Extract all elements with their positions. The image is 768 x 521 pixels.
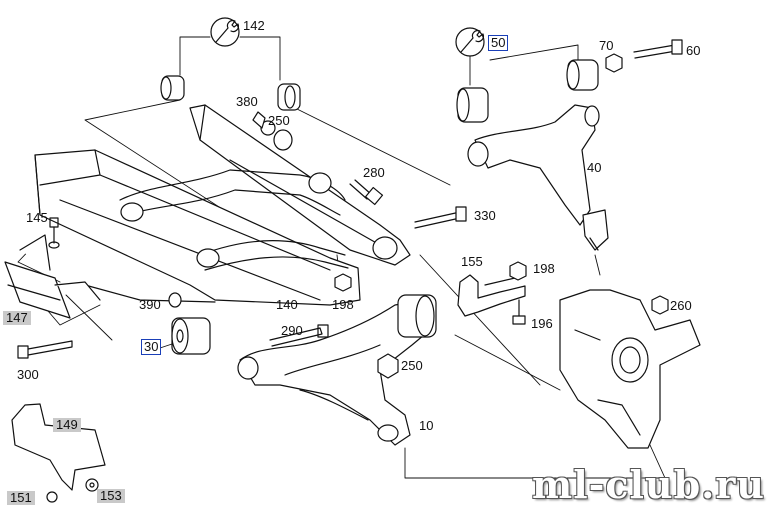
callout-280: 280: [363, 165, 385, 180]
bushing-142-pair: [161, 76, 300, 110]
nut-198-left: [335, 274, 351, 291]
callout-250-lower: 250: [401, 358, 423, 373]
wrench-icon: [456, 28, 484, 56]
bolt-60: [634, 40, 682, 58]
bolt-300: [18, 341, 72, 358]
bolt-145: [49, 218, 59, 248]
callout-155: 155: [461, 254, 483, 269]
subframe-bushings: [121, 121, 397, 267]
bushing-30: [169, 293, 210, 354]
subframe: [35, 105, 410, 305]
callout-60: 60: [686, 43, 701, 58]
bolt-290: [270, 325, 328, 346]
callout-147: 147: [3, 311, 31, 325]
callout-380: 380: [236, 94, 258, 109]
watermark: ml-club.ru: [532, 462, 766, 507]
callout-10: 10: [419, 418, 434, 433]
callout-290: 290: [281, 323, 303, 338]
callout-40: 40: [587, 160, 602, 175]
callout-151: 151: [7, 491, 35, 505]
callout-260: 260: [670, 298, 692, 313]
nut-260: [652, 296, 668, 314]
nut-70: [606, 54, 622, 72]
plate-149: [12, 404, 105, 502]
callout-50: 50: [488, 35, 509, 51]
callout-198-left: 198: [332, 297, 354, 312]
bushing-50-pair: [457, 60, 598, 122]
bolt-330: [415, 207, 466, 228]
bracket-147: [5, 235, 100, 318]
callout-142: 142: [243, 18, 265, 33]
callout-30: 30: [141, 339, 162, 355]
callout-153: 153: [97, 489, 125, 503]
nut-250-lower: [378, 354, 398, 378]
bolt-280: [350, 180, 382, 204]
steering-knuckle: [560, 290, 700, 448]
upper-control-arm-40: [468, 105, 608, 250]
callout-145: 145: [26, 210, 48, 225]
leader-lines: [18, 37, 665, 478]
callout-70: 70: [599, 38, 614, 53]
lower-control-arm-10: [238, 295, 436, 445]
callout-330: 330: [474, 208, 496, 223]
clip-380: [253, 112, 265, 128]
callout-300: 300: [17, 367, 39, 382]
callout-196: 196: [531, 316, 553, 331]
callout-390: 390: [139, 297, 161, 312]
callout-198-right: 198: [533, 261, 555, 276]
nut-198-right: [510, 262, 526, 280]
bolt-196: [513, 300, 525, 324]
stabilizer-bracket-155: [458, 275, 525, 316]
callout-250-upper: 250: [268, 113, 290, 128]
callout-140: 140: [276, 297, 298, 312]
wrench-icon: [211, 18, 239, 46]
callout-149: 149: [53, 418, 81, 432]
